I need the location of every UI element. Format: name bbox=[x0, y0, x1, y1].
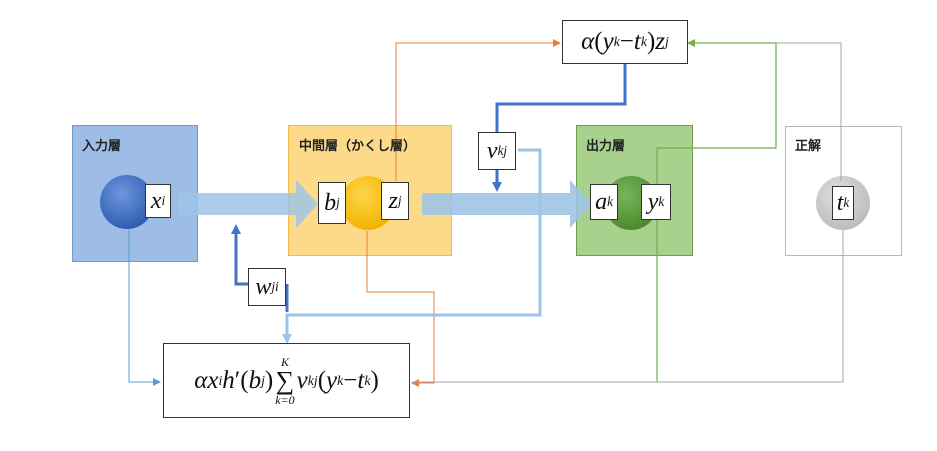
fb-close-b: ) bbox=[264, 366, 274, 394]
fb-y: y bbox=[326, 366, 338, 394]
ft-close: ) bbox=[646, 28, 656, 55]
fb-sum-top: K bbox=[280, 354, 289, 369]
ft-open: ( bbox=[594, 28, 603, 55]
thick-blue-top-to-v bbox=[495, 63, 627, 132]
label-y: y bbox=[647, 188, 659, 215]
green-line-to-top bbox=[656, 39, 777, 382]
fb-t-sub: k bbox=[364, 372, 371, 388]
fb-close: ) bbox=[370, 366, 379, 394]
lightblue-v-to-bottom bbox=[282, 148, 542, 344]
fb-open-b: ( bbox=[240, 366, 249, 394]
ft-y-sub: k bbox=[613, 34, 620, 49]
fb-sum-bottom: k=0 bbox=[275, 392, 295, 407]
ft-minus: − bbox=[619, 28, 634, 55]
fb-h: h bbox=[222, 366, 235, 394]
label-z-sub: j bbox=[397, 193, 402, 208]
fb-b-sub: j bbox=[261, 372, 265, 388]
orange-line-to-top bbox=[395, 39, 561, 181]
label-a: a bbox=[595, 188, 608, 215]
output-layer-title: 出力層 bbox=[586, 139, 626, 154]
ft-alpha: α bbox=[581, 28, 595, 55]
blue-line-x-to-bottom bbox=[128, 229, 161, 386]
fb-t: t bbox=[357, 366, 365, 394]
label-x-sub: i bbox=[161, 193, 166, 208]
target-layer-title: 正解 bbox=[795, 139, 822, 154]
label-b-sub: j bbox=[336, 195, 340, 210]
fb-minus: − bbox=[343, 366, 358, 394]
fb-x-sub: i bbox=[218, 372, 223, 388]
fb-prime: ′ bbox=[234, 366, 241, 394]
fb-b: b bbox=[248, 366, 262, 394]
fb-alpha: α bbox=[194, 366, 208, 394]
label-y-sub: k bbox=[658, 194, 665, 209]
label-w: w bbox=[255, 273, 272, 300]
fb-v-sub: kj bbox=[307, 372, 318, 388]
ft-t: t bbox=[633, 28, 641, 55]
fb-open: ( bbox=[317, 366, 327, 394]
label-t-sub: k bbox=[843, 195, 850, 210]
ft-z: z bbox=[655, 28, 666, 55]
label-w-sub: ji bbox=[271, 279, 279, 294]
hidden-layer-title: 中間層（かくし層） bbox=[299, 139, 417, 154]
fb-x: x bbox=[207, 366, 219, 394]
fb-v: v bbox=[296, 366, 308, 394]
label-v-sub: kj bbox=[497, 143, 508, 158]
fb-y-sub: k bbox=[337, 372, 344, 388]
thick-blue-w-arrow bbox=[231, 224, 248, 286]
input-node bbox=[100, 175, 154, 229]
label-a-sub: k bbox=[607, 194, 613, 209]
gray-line-to-bottom bbox=[412, 230, 844, 383]
label-b: b bbox=[324, 189, 337, 216]
fat-arrow-input-to-hidden bbox=[178, 180, 318, 228]
orange-line-to-bottom bbox=[366, 231, 435, 387]
label-x: x bbox=[150, 187, 162, 214]
gray-line-to-top bbox=[776, 42, 842, 181]
input-layer-title: 入力層 bbox=[82, 139, 122, 154]
ft-y: y bbox=[602, 28, 614, 55]
fb-sum-group: K ∑ k=0 bbox=[275, 356, 294, 406]
label-t: t bbox=[836, 189, 844, 216]
ft-t-sub: k bbox=[640, 34, 647, 49]
label-z: z bbox=[388, 187, 398, 214]
fb-sum: ∑ bbox=[275, 365, 295, 395]
label-v: v bbox=[486, 137, 498, 164]
fat-arrow-hidden-to-output bbox=[422, 180, 592, 228]
ft-z-sub: j bbox=[665, 34, 669, 49]
